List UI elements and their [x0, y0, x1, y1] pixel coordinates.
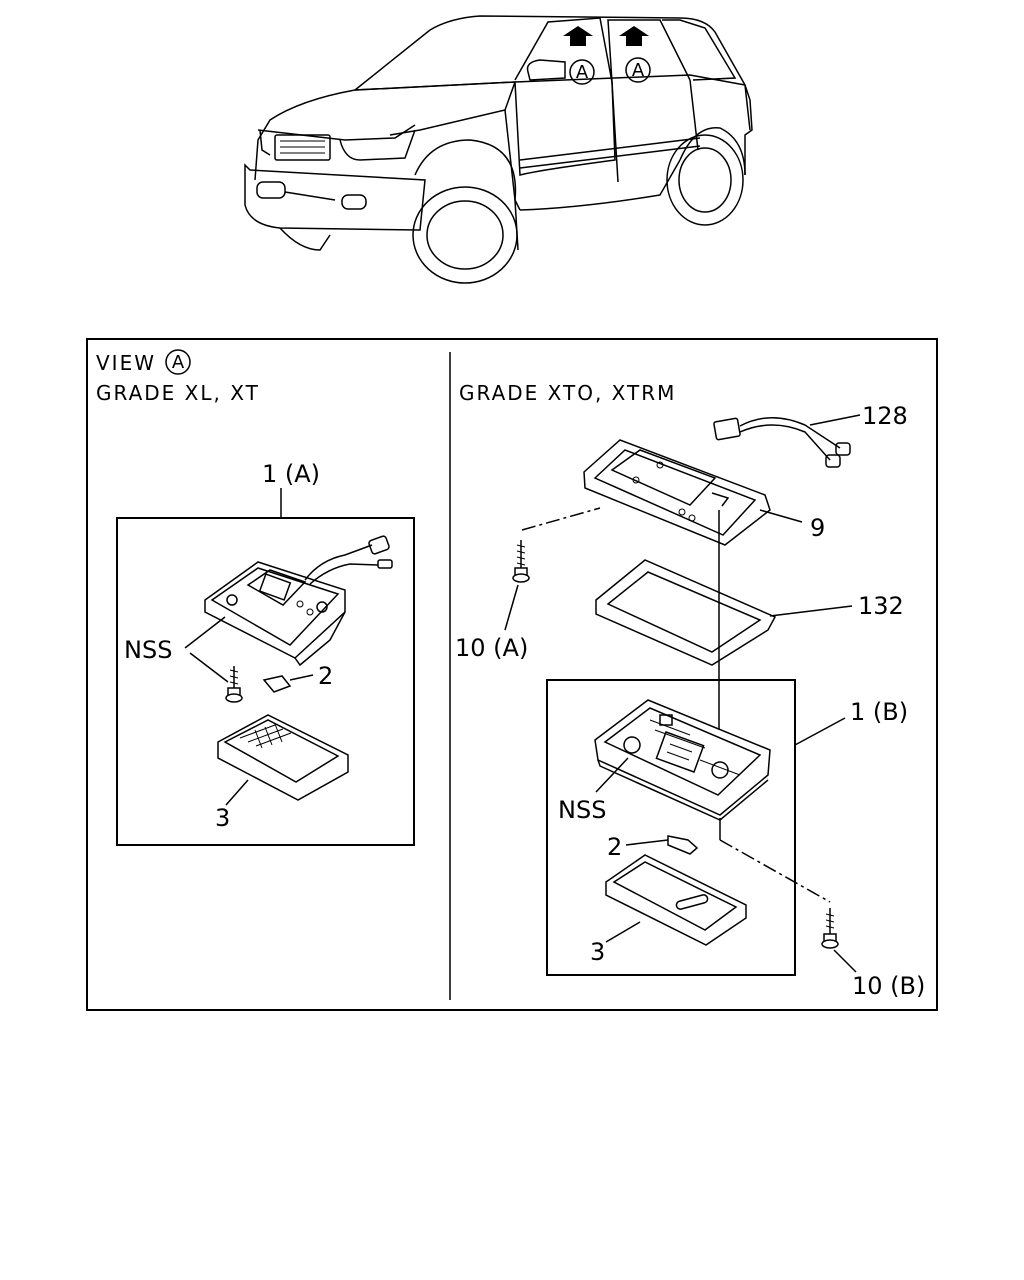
- label-right-nss: NSS: [558, 796, 606, 824]
- right-assembly: 128 9 10 (A) 132 1 (B): [455, 402, 925, 1000]
- view-panel: VIEW A GRADE XL, XT GRADE XTO, XTRM: [86, 338, 938, 1011]
- vehicle-callout-a-1: A: [576, 62, 589, 83]
- grade-right-title: GRADE XTO, XTRM: [459, 381, 676, 405]
- label-left-lens: 3: [215, 804, 230, 832]
- vehicle-illustration: A A: [244, 15, 753, 284]
- label-right-lens: 3: [590, 938, 605, 966]
- label-screw-b: 10 (B): [852, 972, 925, 1000]
- label-screw-a: 10 (A): [455, 634, 528, 662]
- view-letter: A: [172, 352, 185, 373]
- label-left-assembly: 1 (A): [262, 460, 320, 488]
- label-gasket: 132: [858, 592, 904, 620]
- label-left-nss: NSS: [124, 636, 172, 664]
- label-bezel: 9: [810, 514, 825, 542]
- label-right-assembly: 1 (B): [850, 698, 908, 726]
- view-label: VIEW: [96, 351, 156, 375]
- grade-left-title: GRADE XL, XT: [96, 381, 260, 405]
- label-harness: 128: [862, 402, 908, 430]
- label-left-bulb: 2: [318, 662, 333, 690]
- label-right-bulb: 2: [607, 833, 622, 861]
- vehicle-callout-a-2: A: [632, 60, 645, 81]
- left-assembly: 1 (A) NSS 2 3: [116, 460, 415, 846]
